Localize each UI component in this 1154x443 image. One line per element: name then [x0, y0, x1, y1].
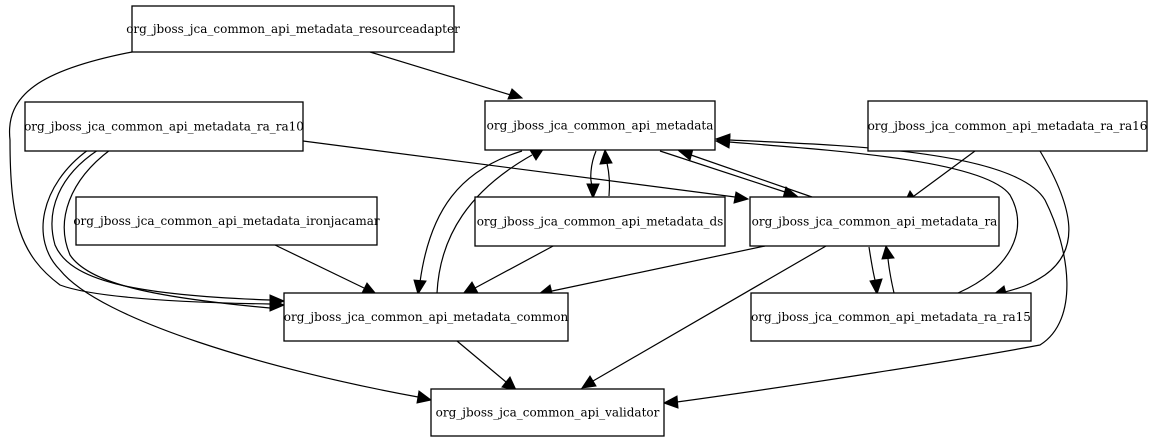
node-label: org_jboss_jca_common_api_metadata_ironja…: [73, 214, 380, 228]
edge-ironjacamar-to-common: [274, 244, 378, 295]
node-label: org_jboss_jca_common_api_metadata_ds: [477, 215, 724, 229]
node-label: org_jboss_jca_common_api_metadata_resour…: [126, 22, 460, 36]
edge-ra-to-common: [537, 245, 766, 298]
node-label: org_jboss_jca_common_api_metadata_ra_ra1…: [24, 120, 304, 134]
node-label: org_jboss_jca_common_api_metadata_ra: [752, 215, 998, 229]
node-ra: org_jboss_jca_common_api_metadata_ra: [749, 196, 1000, 247]
node-common: org_jboss_jca_common_api_metadata_common: [283, 292, 569, 342]
node-box: [283, 292, 569, 342]
node-box: [24, 101, 304, 152]
node-ds: org_jboss_jca_common_api_metadata_ds: [474, 196, 726, 247]
node-box: [474, 196, 726, 247]
node-metadata: org_jboss_jca_common_api_metadata: [484, 100, 716, 151]
edge-ra15-to-ra: [881, 244, 895, 294]
edge-ds-to-common: [461, 244, 556, 295]
edge-resourceadapter-to-metadata: [369, 51, 524, 100]
edge-common-to-validator: [456, 340, 517, 391]
node-box: [867, 100, 1148, 152]
edge-ra16-to-ra: [903, 150, 976, 205]
edge-ra10-to-common: [51, 149, 286, 308]
nodes-layer: org_jboss_jca_common_api_metadata_resour…: [24, 5, 1148, 437]
node-resourceadapter: org_jboss_jca_common_api_metadata_resour…: [126, 5, 460, 53]
edge-ra10-to-ra: [302, 140, 750, 204]
edge-ra-to-validator: [580, 245, 827, 389]
edge-metadata-to-ra: [659, 150, 799, 199]
node-ra-ra15: org_jboss_jca_common_api_metadata_ra_ra1…: [750, 292, 1032, 342]
node-label: org_jboss_jca_common_api_metadata_ra_ra1…: [868, 119, 1148, 133]
node-box: [484, 100, 716, 151]
edge-metadata-to-common: [413, 150, 523, 296]
node-label: org_jboss_jca_common_api_metadata_common: [284, 310, 569, 324]
arrowhead-validator-in: [662, 395, 679, 409]
edge-ra-to-metadata: [677, 148, 813, 198]
node-ra-ra10: org_jboss_jca_common_api_metadata_ra_ra1…: [24, 101, 304, 152]
node-ironjacamar: org_jboss_jca_common_api_metadata_ironja…: [73, 196, 380, 246]
node-box: [749, 196, 1000, 247]
edge-metadata-to-ds: [586, 150, 600, 200]
edge-ra-to-ra15: [868, 246, 883, 296]
node-label: org_jboss_jca_common_api_metadata: [487, 119, 714, 133]
edge-ds-to-metadata: [599, 148, 613, 197]
node-label: org_jboss_jca_common_api_validator: [436, 406, 660, 420]
node-ra-ra16: org_jboss_jca_common_api_metadata_ra_ra1…: [867, 100, 1148, 152]
node-box: [430, 388, 665, 437]
edge-ra10-to-validator: [42, 149, 433, 404]
node-label: org_jboss_jca_common_api_metadata_ra_ra1…: [751, 310, 1031, 324]
edge-ra10-to-common-secondary: [63, 149, 271, 309]
edge-resourceadapter-to-common: [8, 51, 286, 312]
node-box: [75, 196, 378, 246]
node-box: [750, 292, 1032, 342]
node-box: [131, 5, 455, 53]
edges-layer: [8, 51, 1070, 409]
node-validator: org_jboss_jca_common_api_validator: [430, 388, 665, 437]
